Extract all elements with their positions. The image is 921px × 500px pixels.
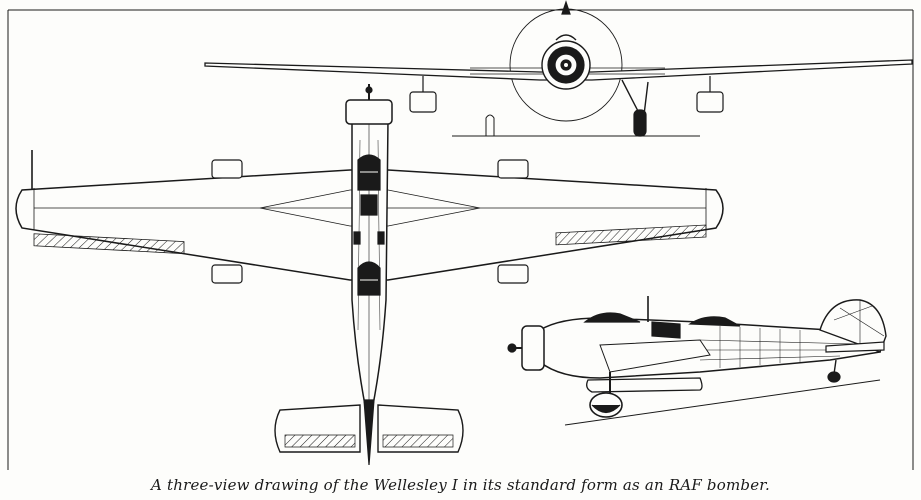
plan-rear-cockpit <box>358 262 380 295</box>
front-pod-left <box>410 92 436 112</box>
figure-caption: A three-view drawing of the Wellesley I … <box>151 476 770 494</box>
left-aileron <box>34 234 184 254</box>
three-view-drawing <box>0 0 921 470</box>
right-aileron <box>556 225 706 245</box>
side-rear-canopy <box>690 317 740 326</box>
side-view <box>508 296 886 425</box>
front-view <box>205 2 912 136</box>
frame-lines <box>8 10 913 470</box>
plan-engine <box>346 100 392 124</box>
plan-view <box>16 84 723 465</box>
side-engine <box>522 326 544 370</box>
front-pod-right <box>697 92 723 112</box>
side-ground-line <box>565 380 880 425</box>
side-wing <box>600 340 710 372</box>
side-front-canopy <box>585 313 640 322</box>
side-undercarriage-pod <box>587 378 702 392</box>
front-wheel <box>634 110 646 136</box>
